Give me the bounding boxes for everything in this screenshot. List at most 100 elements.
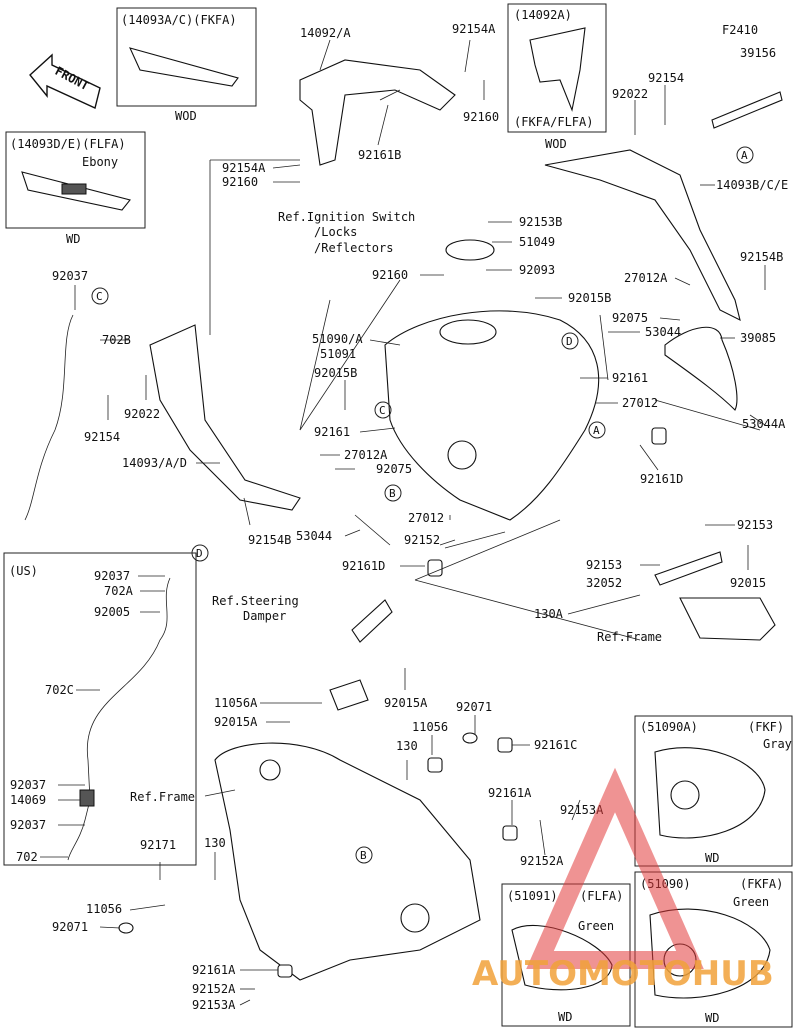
box-sub: Ebony (82, 155, 118, 169)
part-label: 11056A (214, 696, 258, 710)
part-label: 92152 (404, 533, 440, 547)
part-label: 92160 (463, 110, 499, 124)
svg-text:A: A (593, 424, 600, 437)
box-fkfa-cover: (14093A/C)(FKFA) WOD (116, 7, 257, 123)
frame-lower (214, 742, 481, 981)
svg-text:D: D (196, 547, 203, 560)
box-color: Gray (763, 737, 792, 751)
part-label: 14092/A (300, 26, 351, 40)
box-title: (51091) (507, 889, 558, 903)
cap-51049 (445, 239, 495, 261)
part-label: 27012A (624, 271, 668, 285)
hose-702b (24, 314, 74, 521)
box-tank-51090a: (51090A) (FKF) Gray WD (634, 715, 793, 867)
part-label: 92154 (84, 430, 120, 444)
part-label: 51090/A (312, 332, 363, 346)
side-cover-part (129, 47, 239, 87)
fuel-tank (384, 310, 600, 521)
guard-39085 (664, 326, 738, 411)
box-title: (14092A) (514, 8, 572, 22)
part-label: 92161C (534, 738, 577, 752)
part-label: F2410 (722, 23, 758, 37)
box-title: (US) (9, 564, 38, 578)
part-label: 92161A (192, 963, 236, 977)
part-label: 92154 (648, 71, 684, 85)
box-cover-14092a: (14092A) (FKFA/FLFA) WOD (507, 3, 607, 151)
part-label: 92015A (384, 696, 428, 710)
part-label: 92022 (124, 407, 160, 421)
box-title: (51090A) (640, 720, 698, 734)
part-label: 92015B (568, 291, 611, 305)
part-labels: 14092/A 92154A 92160 92161B 92154A 92160… (10, 22, 788, 1012)
part-label: 92075 (612, 311, 648, 325)
part-label: 92037 (94, 569, 130, 583)
part-label: 39156 (740, 46, 776, 60)
damper-bracket (351, 599, 393, 643)
svg-text:B: B (389, 487, 396, 500)
part-label: 92161B (358, 148, 401, 162)
part-label: 92161 (612, 371, 648, 385)
part-label: 92075 (376, 462, 412, 476)
hose-702 (67, 577, 171, 861)
part-label: 92161A (488, 786, 532, 800)
callout-c-icon: C C (91, 287, 392, 419)
part-label: 92161D (640, 472, 683, 486)
part-label: 27012 (408, 511, 444, 525)
ref-frame-lower: Ref.Frame (130, 790, 195, 804)
part-label: 32052 (586, 576, 622, 590)
part-label: 92153 (737, 518, 773, 532)
box-variant: (FKFA) (740, 877, 783, 891)
box-us: (US) (3, 552, 197, 866)
box-color: Green (578, 919, 614, 933)
ref-steering-1: Ref.Steering (212, 594, 299, 608)
part-label: 11056 (86, 902, 122, 916)
box-footer: WOD (545, 137, 567, 151)
watermark-text: AUTOMOTOHUB (472, 954, 774, 994)
part-label: 92015B (314, 366, 357, 380)
part-14069 (79, 789, 95, 807)
part-label: 92037 (10, 778, 46, 792)
box-footer: WD (558, 1010, 572, 1024)
part-label: 702 (16, 850, 38, 864)
watermark-logo (526, 767, 704, 969)
part-label: 92161 (314, 425, 350, 439)
part-label: 702B (102, 333, 131, 347)
svg-text:C: C (96, 290, 103, 303)
ref-ignition-2: /Locks (314, 225, 357, 239)
part-label: 702C (45, 683, 74, 697)
svg-text:B: B (360, 849, 367, 862)
part-label: 92153B (519, 215, 562, 229)
part-label: 92154A (452, 22, 496, 36)
part-label: 130 (204, 836, 226, 850)
part-label: 92153A (192, 998, 236, 1012)
box-sub: (FKFA/FLFA) (514, 115, 593, 129)
box-variant: (FLFA) (580, 889, 623, 903)
part-label: 130 (396, 739, 418, 753)
box-flfa-cover: (14093D/E)(FLFA) Ebony WD (5, 131, 146, 246)
tank-part (654, 747, 766, 839)
frame-piece (679, 597, 776, 641)
part-label: 53044A (742, 417, 786, 431)
part-label: 51091 (320, 347, 356, 361)
svg-text:A: A (741, 149, 748, 162)
part-label: 92093 (519, 263, 555, 277)
part-label: 92154B (740, 250, 783, 264)
part-label: 92160 (372, 268, 408, 282)
part-label: 92015A (214, 715, 258, 729)
svg-text:C: C (379, 404, 386, 417)
callout-d-icon: D D (191, 332, 579, 562)
part-label: 92152A (520, 854, 564, 868)
part-label: 92037 (10, 818, 46, 832)
box-footer: WD (705, 1011, 719, 1025)
side-cover-right (544, 149, 741, 322)
part-label: 92152A (192, 982, 236, 996)
part-label: 92005 (94, 605, 130, 619)
part-label: 27012A (344, 448, 388, 462)
part-label: 53044 (645, 325, 681, 339)
part-label: 92153A (560, 803, 604, 817)
ref-frame-upper: Ref.Frame (597, 630, 662, 644)
part-label: 51049 (519, 235, 555, 249)
part-label: 702A (104, 584, 134, 598)
box-variant: (FKF) (748, 720, 784, 734)
part-label: 14069 (10, 793, 46, 807)
